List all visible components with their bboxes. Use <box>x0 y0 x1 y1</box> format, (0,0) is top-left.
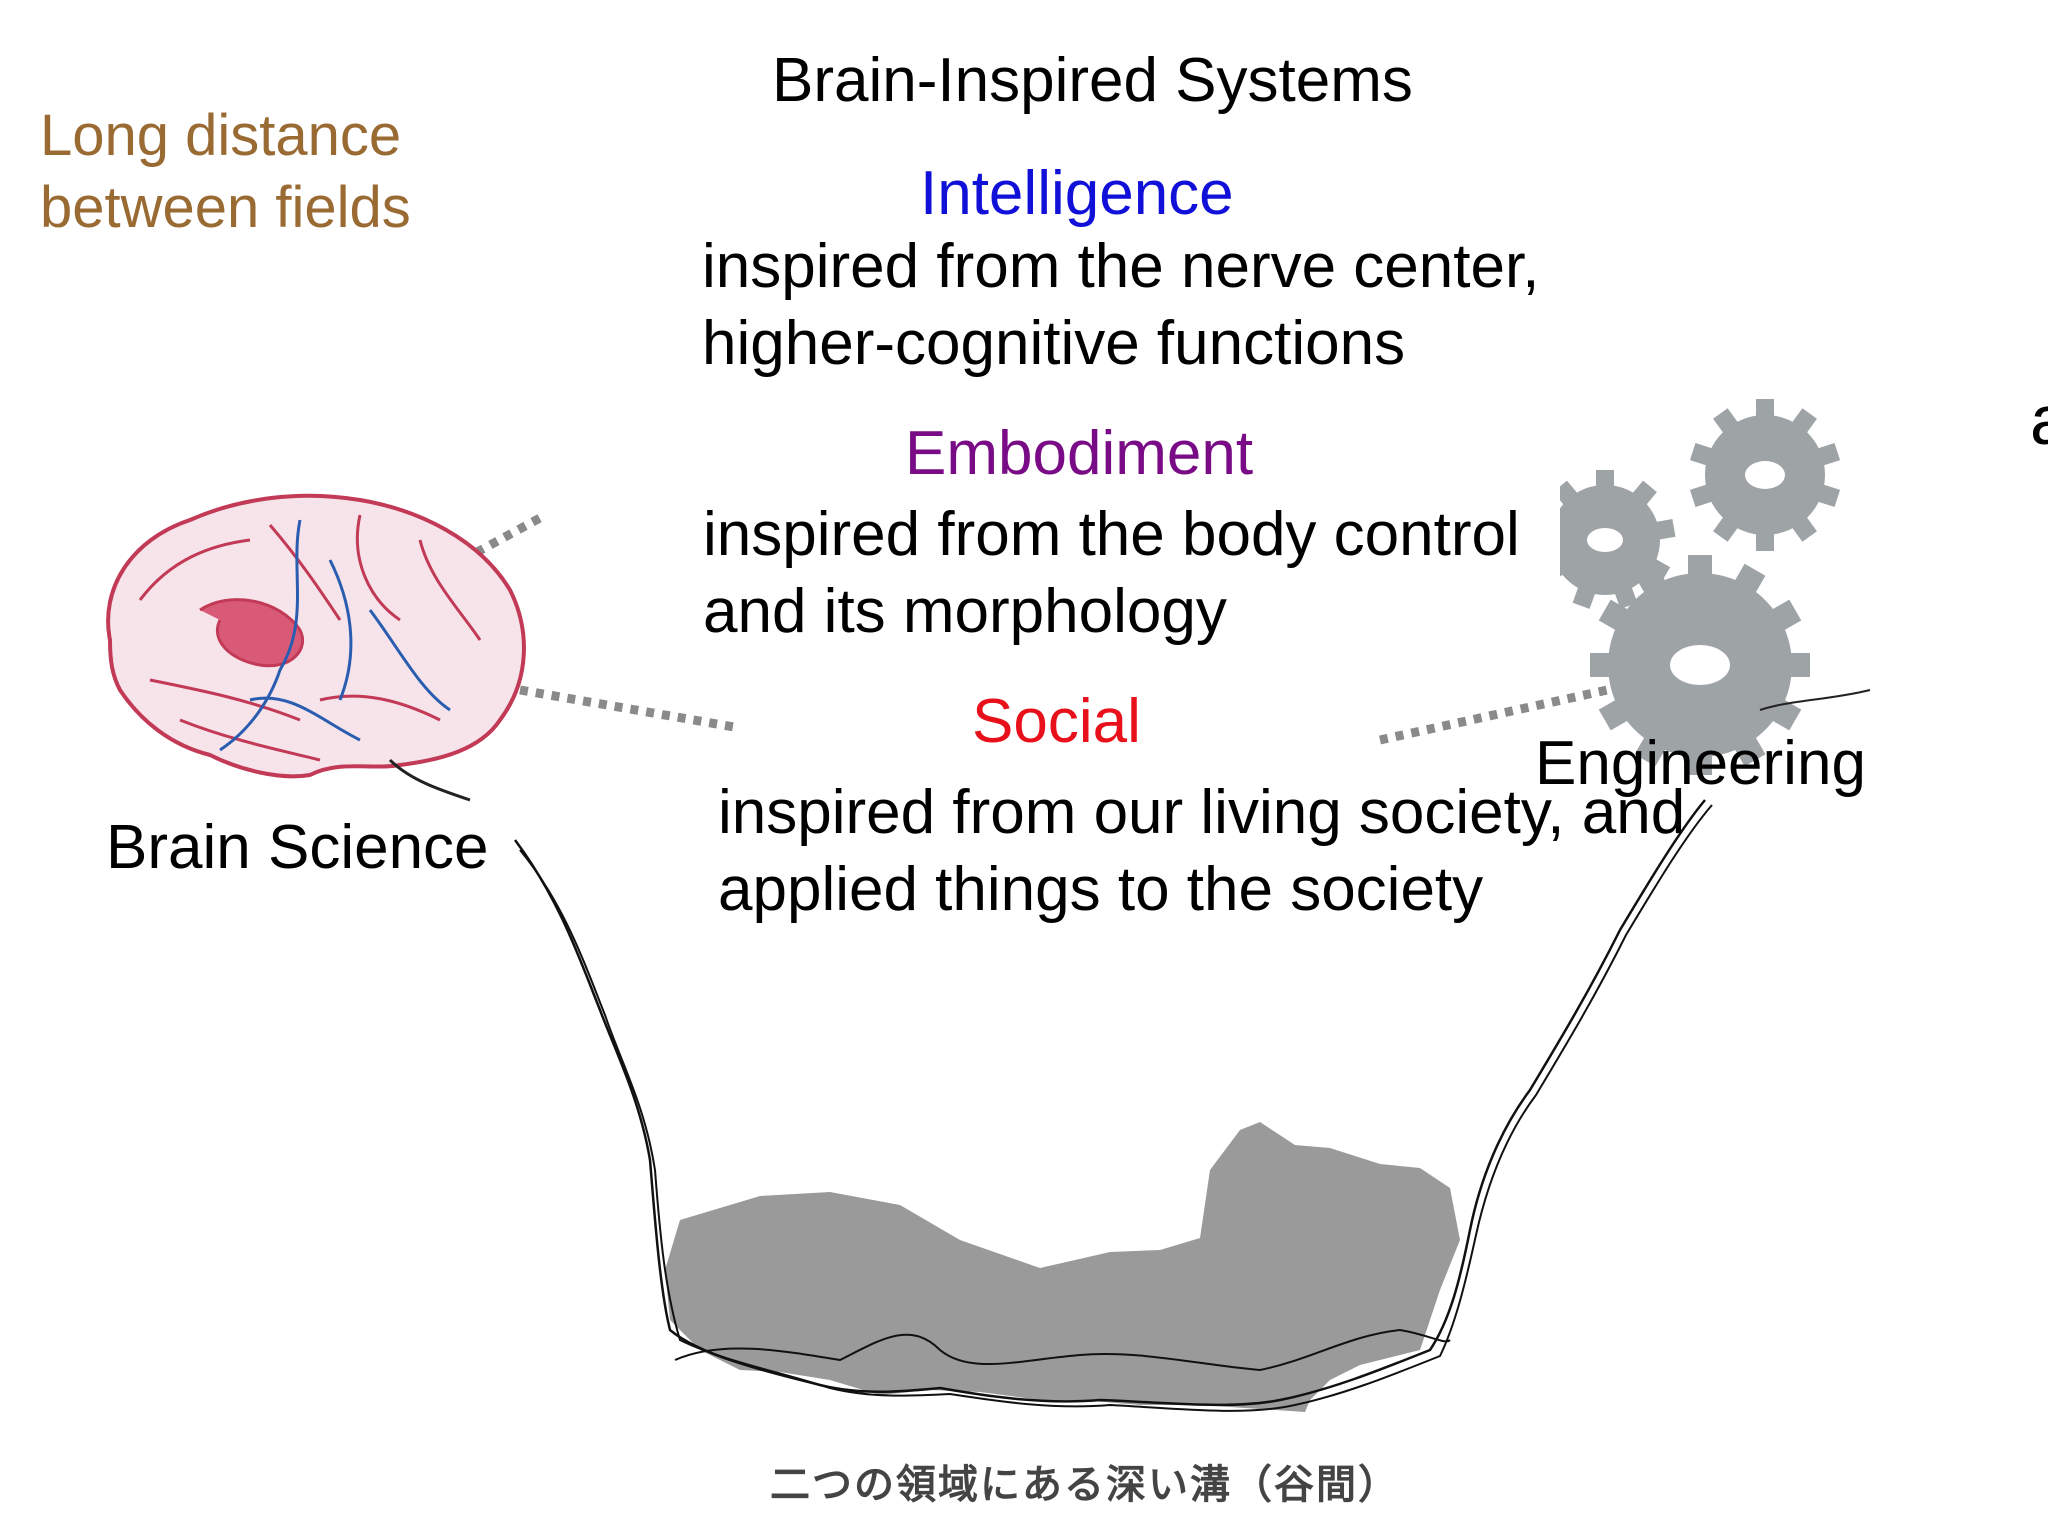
slide-title: Brain-Inspired Systems <box>772 46 1413 115</box>
valley-outline-left <box>513 799 1706 1407</box>
connector-brain-social <box>519 685 741 733</box>
gears-icon <box>1520 399 1871 775</box>
valley-outline-right <box>519 804 1713 1412</box>
section-heading-embodiment: Embodiment <box>905 419 1254 488</box>
section-heading-intelligence: Intelligence <box>920 159 1234 228</box>
side-note: Long distance between fields <box>40 103 411 240</box>
brain-illustration <box>106 493 526 802</box>
section-description-intelligence: inspired from the nerve center, higher-c… <box>702 232 1540 378</box>
edge-glyph: a <box>2030 380 2048 460</box>
valley-inner-scribble <box>674 1328 1451 1372</box>
section-description-social: inspired from our living society, and ap… <box>718 778 1686 924</box>
connector-eng-social <box>1379 680 1631 745</box>
brain-science-label: Brain Science <box>106 813 489 882</box>
engineering-label: Engineering <box>1535 729 1866 798</box>
valley-caption: 二つの領域にある深い溝（谷間） <box>770 1462 1400 1508</box>
section-heading-social: Social <box>972 687 1141 756</box>
section-description-embodiment: inspired from the body control and its m… <box>703 500 1520 646</box>
valley-shading <box>665 1122 1460 1412</box>
